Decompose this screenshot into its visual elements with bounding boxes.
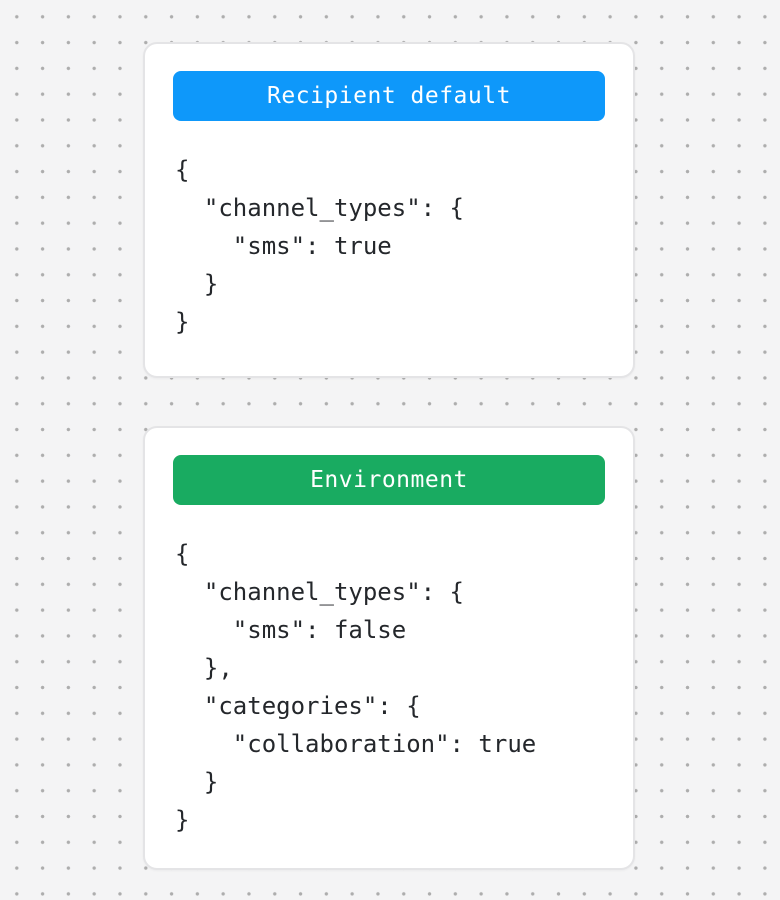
environment-card: Environment { "channel_types": { "sms": …: [143, 426, 635, 870]
recipient-default-label: Recipient default: [173, 71, 605, 121]
recipient-default-card: Recipient default { "channel_types": { "…: [143, 42, 635, 378]
environment-label: Environment: [173, 455, 605, 505]
environment-json-code: { "channel_types": { "sms": false }, "ca…: [175, 540, 537, 834]
recipient-default-json-code: { "channel_types": { "sms": true } }: [175, 156, 464, 336]
